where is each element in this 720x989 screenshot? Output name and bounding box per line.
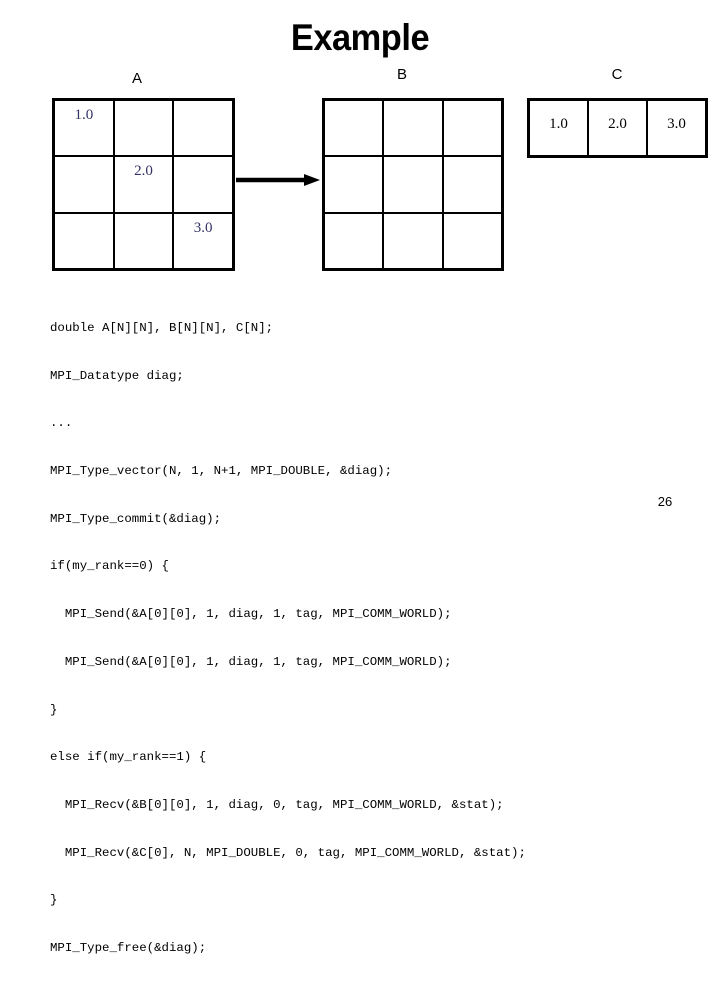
code-line: MPI_Recv(&C[0], N, MPI_DOUBLE, 0, tag, M… — [50, 845, 526, 860]
matrix-b-cell-0-2 — [443, 101, 501, 156]
matrix-a-cell-0-0: 1.0 — [55, 101, 113, 156]
matrix-a-grid: 1.0 2.0 3.0 — [52, 98, 235, 271]
matrix-label-a: A — [131, 70, 142, 87]
code-line: if(my_rank==0) { — [50, 559, 169, 574]
matrix-b-cell-1-1 — [384, 157, 442, 212]
vector-c-value-0-1: 2.0 — [608, 116, 627, 132]
matrix-a-cell-0-1 — [114, 101, 173, 156]
code-line: MPI_Send(&A[0][0], 1, diag, 1, tag, MPI_… — [50, 607, 452, 622]
matrix-b-cell-2-2 — [443, 213, 501, 268]
matrix-a-value-0-0: 1.0 — [74, 107, 94, 123]
matrix-label-b: B — [396, 66, 407, 83]
code-line: } — [50, 702, 58, 717]
vector-c-cell-0-2: 3.0 — [648, 101, 705, 155]
flow-arrow-icon — [236, 174, 320, 186]
matrix-a-cell-1-0 — [55, 157, 113, 212]
code-line: MPI_Type_vector(N, 1, N+1, MPI_DOUBLE, &… — [50, 463, 393, 478]
matrix-a-cell-1-2 — [174, 157, 232, 212]
page-number: 26 — [657, 494, 673, 509]
code-line: ... — [50, 416, 73, 431]
code-block: double A[N][N], B[N][N], C[N]; MPI_Datat… — [50, 289, 710, 989]
matrix-a-value-2-2: 3.0 — [193, 219, 213, 236]
matrix-a-cell-2-2: 3.0 — [174, 213, 232, 268]
code-line: double A[N][N], B[N][N], C[N]; — [50, 320, 274, 335]
code-line: MPI_Type_commit(&diag); — [50, 511, 222, 526]
matrix-a-cell-1-1: 2.0 — [114, 157, 173, 212]
vector-c-cell-0-1: 2.0 — [589, 101, 646, 155]
vector-c-value-0-2: 3.0 — [667, 116, 686, 132]
code-line: MPI_Datatype diag; — [50, 368, 184, 383]
matrix-b-grid — [322, 98, 504, 271]
matrix-b-cell-1-2 — [443, 157, 501, 212]
matrix-a-cell-2-1 — [114, 213, 173, 268]
matrix-b-cell-0-1 — [384, 101, 442, 156]
code-line: MPI_Send(&A[0][0], 1, diag, 1, tag, MPI_… — [50, 654, 452, 669]
matrix-a-cell-2-0 — [55, 213, 113, 268]
matrix-b-cell-1-0 — [325, 157, 383, 212]
matrix-b-cell-0-0 — [325, 101, 383, 156]
matrix-b-cell-2-1 — [384, 213, 442, 268]
matrix-a-cell-0-2 — [174, 101, 232, 156]
code-line: MPI_Recv(&B[0][0], 1, diag, 0, tag, MPI_… — [50, 798, 504, 812]
vector-c-grid: 1.0 2.0 3.0 — [527, 98, 708, 158]
matrix-b-cell-2-0 — [325, 213, 383, 268]
slide-canvas: Example A B C 1.0 2.0 3.0 1.0 2.0 3.0 — [50, 17, 708, 956]
code-line: else if(my_rank==1) { — [50, 750, 207, 765]
code-line: MPI_Type_free(&diag); — [50, 941, 207, 956]
page-title: Example — [290, 17, 430, 58]
matrix-label-c: C — [611, 66, 623, 83]
code-line: } — [50, 893, 58, 908]
vector-c-cell-0-0: 1.0 — [530, 101, 587, 155]
matrix-a-value-1-1: 2.0 — [134, 163, 153, 180]
vector-c-value-0-0: 1.0 — [549, 116, 568, 132]
